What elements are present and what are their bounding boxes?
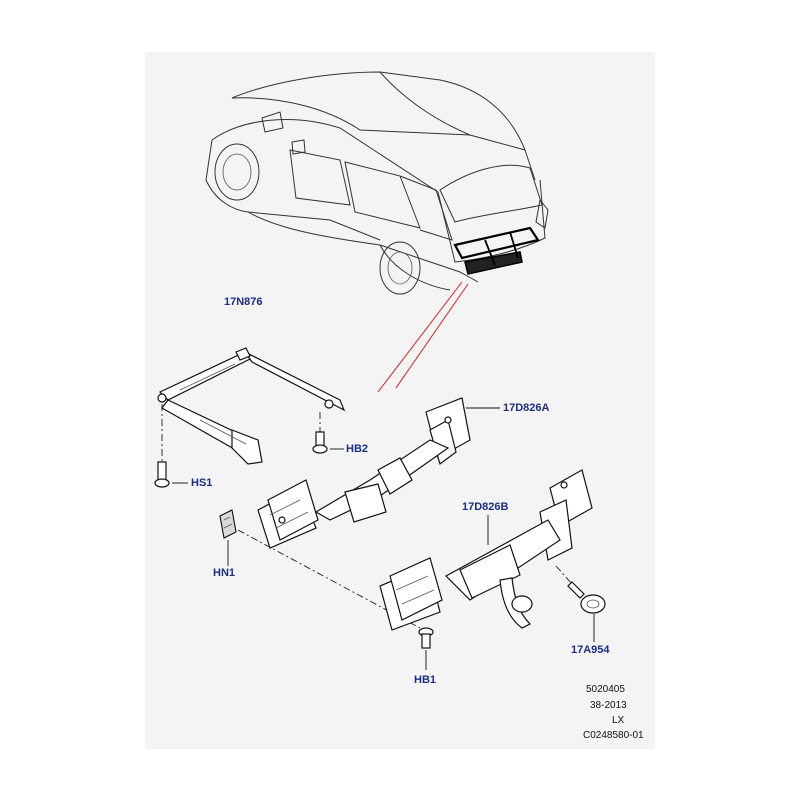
bolt-hb1 — [418, 627, 434, 670]
tow-eye-part — [555, 565, 606, 642]
label-hn1: HN1 — [213, 567, 236, 579]
reference-line-3: LX — [612, 715, 625, 726]
diagram-sheet — [145, 52, 655, 749]
label-17d826b: 17D826B — [462, 501, 509, 513]
vehicle-outline — [205, 71, 549, 295]
reference-line-1: 5020405 — [586, 684, 625, 695]
nut-hn1 — [219, 509, 421, 629]
towbar-lower-part — [379, 469, 593, 631]
label-17n876: 17N876 — [224, 296, 263, 308]
label-hb1: HB1 — [414, 674, 437, 686]
label-17d826a: 17D826A — [503, 402, 550, 414]
reference-line-2: 38-2013 — [590, 700, 627, 711]
towbar-upper-part — [257, 397, 500, 549]
label-hb2: HB2 — [346, 443, 369, 455]
bolt-hb2 — [312, 412, 344, 454]
callout-lines — [377, 281, 469, 393]
bolt-hs1 — [154, 404, 188, 488]
reference-line-4: C0248580-01 — [583, 730, 644, 741]
label-hs1: HS1 — [191, 477, 213, 489]
label-17a954: 17A954 — [571, 644, 610, 656]
crossbar-part — [157, 347, 346, 465]
